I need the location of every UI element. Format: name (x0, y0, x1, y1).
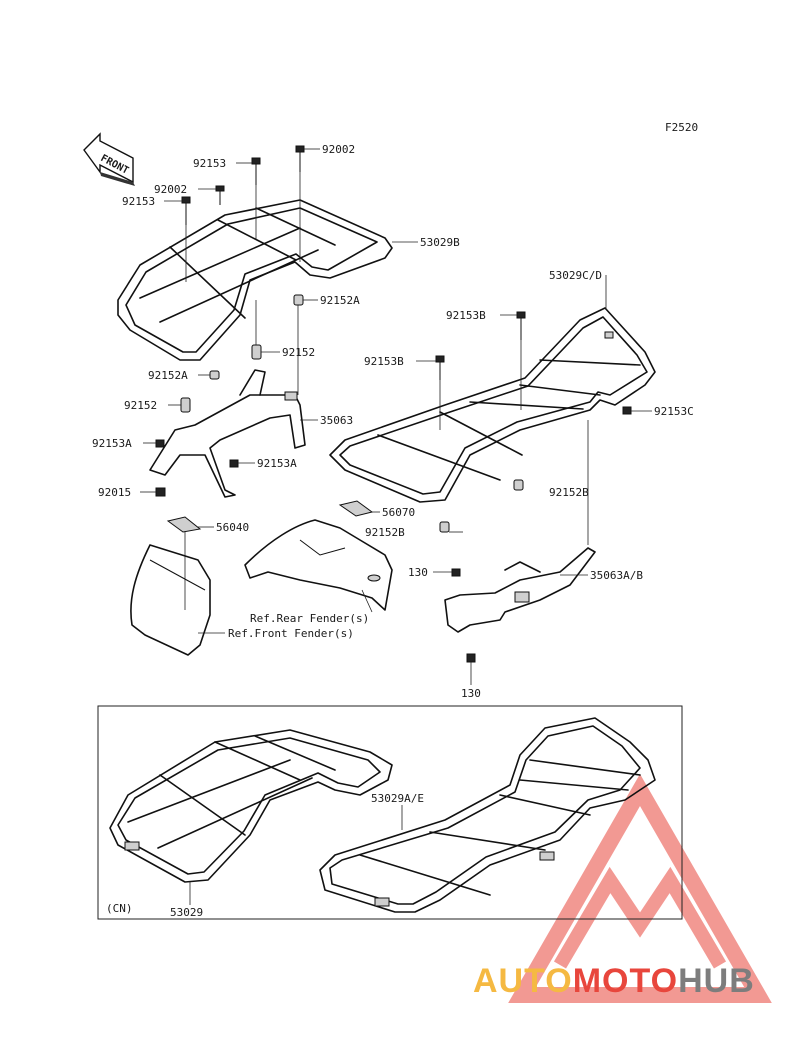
watermark-logo (508, 773, 772, 1003)
label-53029: 53029 (170, 906, 203, 919)
label-92152-a: 92152 (282, 346, 315, 359)
label-ref-front-fender: Ref.Front Fender(s) (228, 627, 354, 640)
cn-variant-box (97, 705, 683, 920)
watermark-moto: MOTO (572, 962, 679, 1000)
label-56070: 56070 (382, 506, 415, 519)
tape-parts (166, 500, 374, 610)
label-92153-top: 92153 (193, 157, 226, 170)
label-92153b-a: 92153B (446, 309, 486, 322)
label-35063ab: 35063A/B (590, 569, 643, 582)
label-53029cd: 53029C/D (549, 269, 602, 282)
bracket-35063 (149, 369, 306, 498)
fasteners-top-left (180, 145, 305, 413)
bracket-35063ab (444, 547, 596, 685)
label-92153c: 92153C (654, 405, 694, 418)
label-53029b: 53029B (420, 236, 460, 249)
carrier-53029ae (319, 717, 656, 913)
label-92152b-a: 92152B (365, 526, 405, 539)
label-130-a: 130 (408, 566, 428, 579)
carrier-53029 (109, 729, 393, 883)
label-53029ae: 53029A/E (371, 792, 424, 805)
label-92153a-a: 92153A (92, 437, 132, 450)
label-92153b-b: 92153B (364, 355, 404, 368)
label-cn: (CN) (106, 902, 133, 915)
watermark-auto: AUTO (473, 962, 573, 1000)
label-92152b-b: 92152B (549, 486, 589, 499)
label-92152a-a: 92152A (320, 294, 360, 307)
carrier-53029cd (329, 307, 656, 545)
label-56040: 56040 (216, 521, 249, 534)
label-92002-top: 92002 (322, 143, 355, 156)
label-92152-b: 92152 (124, 399, 157, 412)
watermark-hub: HUB (678, 962, 755, 1000)
rear-fender-ref (244, 519, 393, 611)
label-35063: 35063 (320, 414, 353, 427)
label-92015: 92015 (98, 486, 131, 499)
front-arrow-icon: FRONT (83, 132, 135, 186)
label-ref-rear-fender: Ref.Rear Fender(s) (250, 612, 369, 625)
label-92153a-b: 92153A (257, 457, 297, 470)
ref-code: F2520 (665, 121, 698, 134)
label-130-b: 130 (461, 687, 481, 700)
label-92153-left: 92153 (122, 195, 155, 208)
watermark-text: AUTOMOTOHUB (473, 962, 755, 1001)
label-92002-left: 92002 (154, 183, 187, 196)
front-fender-ref (130, 544, 211, 656)
carrier-53029b (117, 199, 393, 361)
label-92152a-b: 92152A (148, 369, 188, 382)
leader-lines (140, 148, 652, 905)
